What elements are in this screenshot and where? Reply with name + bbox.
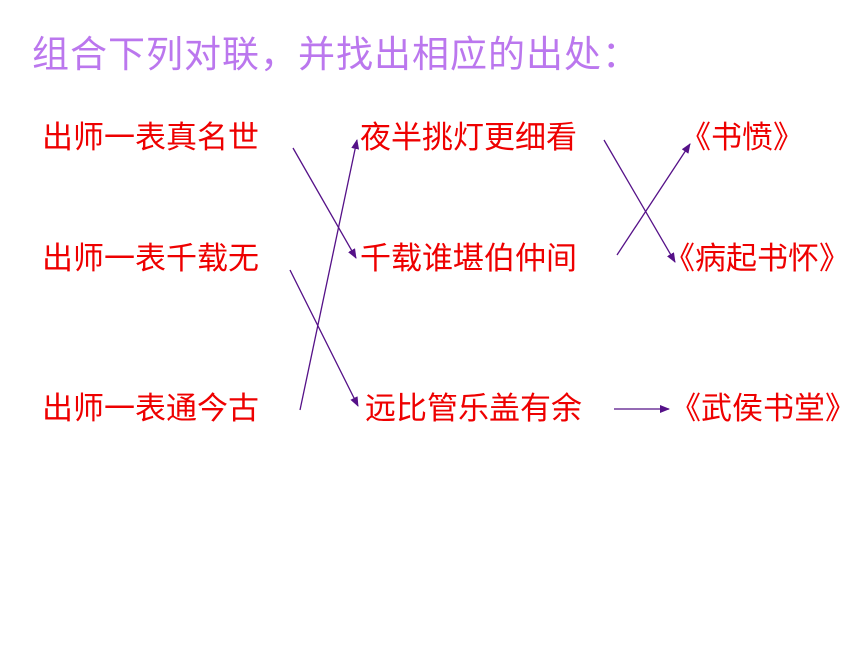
match-line-3: [299, 139, 360, 411]
second-line-2: 千载谁堪伯仲间: [360, 241, 577, 277]
second-line-1: 夜半挑灯更细看: [360, 120, 577, 156]
match-line-5: [616, 143, 691, 256]
match-line-4: [603, 139, 676, 263]
source-1: 《书愤》: [680, 120, 804, 156]
first-line-3: 出师一表通今古: [42, 391, 259, 427]
slide-title: 组合下列对联，并找出相应的出处：: [32, 33, 640, 76]
first-line-2: 出师一表千载无: [42, 241, 259, 277]
source-2: 《病起书怀》: [664, 241, 850, 277]
match-line-2: [289, 269, 359, 407]
first-line-1: 出师一表真名世: [42, 120, 259, 156]
match-line-1: [292, 147, 357, 259]
source-3: 《武侯书堂》: [670, 391, 856, 427]
second-line-3: 远比管乐盖有余: [365, 391, 582, 427]
